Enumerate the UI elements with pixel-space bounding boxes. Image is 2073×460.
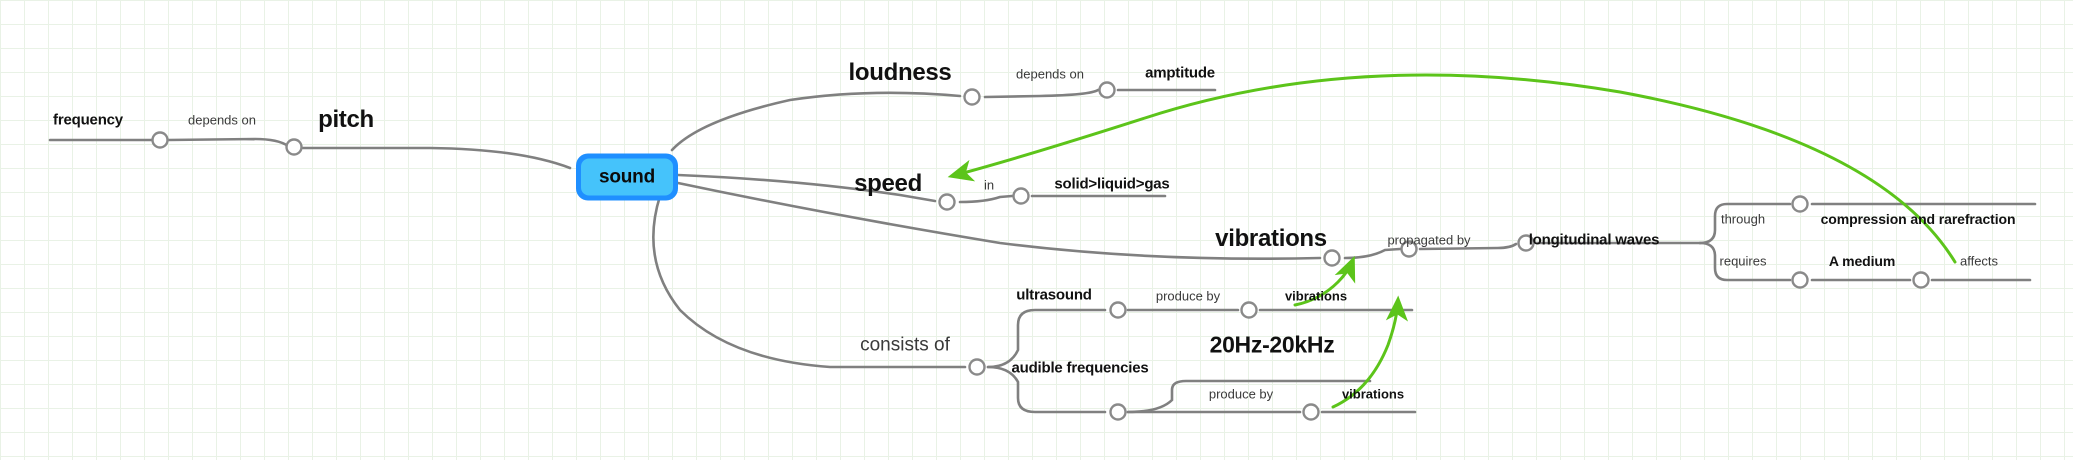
relation-depends-on-pitch: depends on [188, 112, 256, 128]
dot-pitch [285, 138, 303, 156]
node-amptitude[interactable]: amptitude [1145, 64, 1215, 82]
node-solid-liquid-gas[interactable]: solid>liquid>gas [1054, 175, 1170, 193]
dot-amptitude [1098, 81, 1116, 99]
relation-produce-by-audible: produce by [1208, 386, 1274, 402]
node-compression-and-rarefraction[interactable]: compression and rarefraction [1820, 211, 2016, 227]
root-node-sound[interactable]: sound [576, 153, 678, 201]
edge-vibrations-inner [1343, 247, 1402, 260]
dot-requires [1791, 271, 1809, 289]
relation-through: through [1720, 211, 1766, 227]
node-audible-frequencies[interactable]: audible frequencies [1011, 359, 1149, 377]
dot-vibrations [1323, 249, 1341, 267]
dot-affects [1912, 271, 1930, 289]
relation-in: in [983, 177, 995, 193]
edge-speed-inner [958, 194, 1014, 204]
node-loudness[interactable]: loudness [848, 59, 952, 86]
relation-depends-on-amptitude: depends on [1016, 66, 1084, 82]
dot-frequency [151, 131, 169, 149]
dot-produce-by-audible [1302, 403, 1320, 421]
dot-ultrasound [1109, 301, 1127, 319]
edge-pitch-to-root [301, 146, 572, 170]
node-vibrations-audible[interactable]: vibrations [1341, 386, 1405, 402]
edge-ultrasound-branch [986, 308, 1107, 369]
relation-affects: affects [1959, 253, 1999, 269]
node-frequency[interactable]: frequency [53, 111, 123, 129]
dot-produce-by-ultrasound [1240, 301, 1258, 319]
edge-loudness-inner [983, 88, 1100, 99]
node-ultrasound[interactable]: ultrasound [1016, 286, 1092, 304]
relation-consists-of: consists of [860, 334, 950, 356]
node-a-medium[interactable]: A medium [1828, 253, 1896, 269]
node-speed[interactable]: speed [854, 170, 922, 197]
dot-consists-of [968, 358, 986, 376]
node-vibrations[interactable]: vibrations [1215, 225, 1327, 252]
dot-loudness [963, 88, 981, 106]
edge-root-to-loudness [670, 91, 962, 152]
relation-produce-by-ultrasound: produce by [1155, 288, 1221, 304]
dot-speed [938, 193, 956, 211]
relation-propagated-by: propagated by [1387, 232, 1471, 248]
dot-through [1791, 195, 1809, 213]
node-20hz-20khz[interactable]: 20Hz-20kHz [1209, 331, 1335, 358]
edge-depends-on-pitch [166, 137, 290, 148]
node-pitch[interactable]: pitch [318, 106, 374, 133]
root-node-label: sound [581, 158, 673, 196]
dot-audible [1109, 403, 1127, 421]
relation-requires: requires [1719, 253, 1767, 269]
node-longitudinal-waves[interactable]: longitudinal waves [1528, 231, 1660, 249]
dot-slg [1012, 187, 1030, 205]
node-vibrations-ultrasound[interactable]: vibrations [1284, 288, 1348, 304]
